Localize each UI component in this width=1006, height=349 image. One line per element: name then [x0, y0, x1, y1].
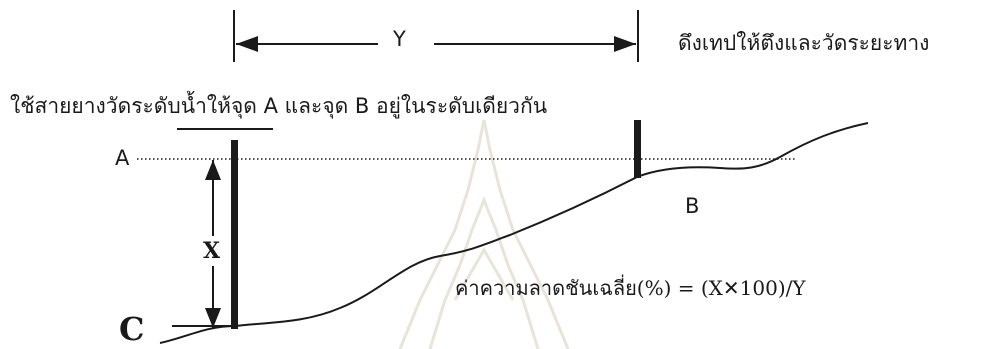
- y-dimension-arrow: [236, 36, 636, 52]
- label-point-b: B: [685, 194, 700, 218]
- label-y: Y: [393, 27, 406, 51]
- ground-profile: [159, 122, 869, 344]
- label-x: X: [203, 238, 221, 264]
- slope-formula: ค่าความลาดชันเฉลี่ย(%) = (X✕100)/Y: [455, 276, 806, 300]
- instruction-top-right: ดึงเทปให้ตึงและวัดระยะทาง: [678, 31, 930, 55]
- x-dimension-arrow: [205, 160, 221, 328]
- right-pole: [634, 120, 641, 178]
- watermark-emblem: [398, 119, 570, 349]
- label-point-a: A: [115, 146, 130, 170]
- left-pole: [231, 140, 238, 329]
- label-point-c: C: [119, 310, 145, 348]
- instruction-level: ใช้สายยางวัดระดับน้ำให้จุด A และจุด B อย…: [10, 94, 548, 118]
